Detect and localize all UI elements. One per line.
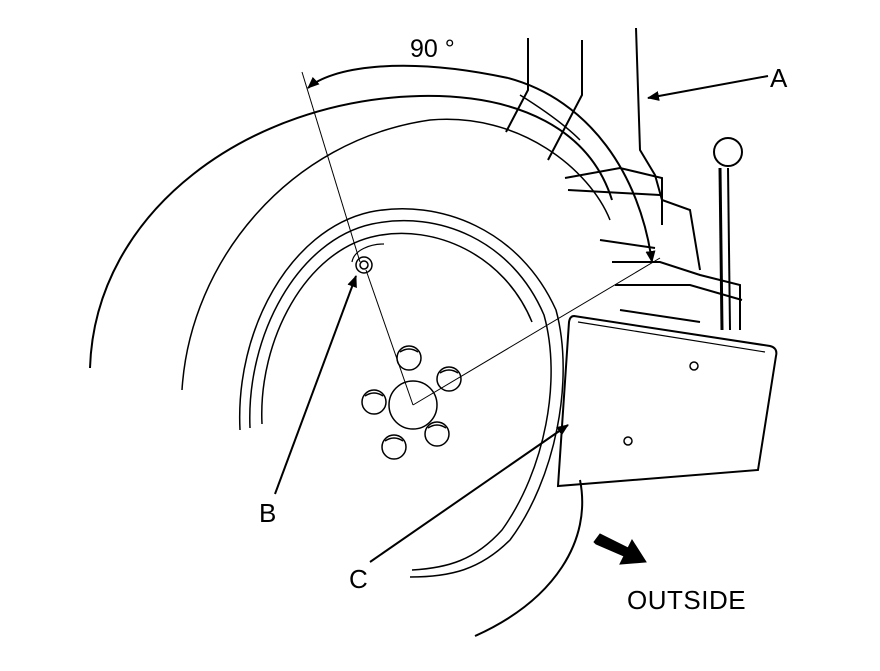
wheel-hub	[361, 345, 462, 460]
callout-a-label: A	[770, 63, 788, 93]
tire	[89, 94, 613, 637]
vehicle-body	[505, 27, 743, 330]
rotation-arrow	[507, 77, 656, 263]
lug-nut	[424, 421, 450, 447]
lug-nut	[361, 389, 387, 415]
leader-a-arrow	[647, 75, 769, 101]
valve-stem	[351, 243, 385, 274]
lug-nut	[381, 434, 407, 460]
lug-nut	[396, 345, 422, 371]
reference-lines	[301, 71, 661, 406]
callout-b-label: B	[259, 498, 277, 528]
lug-nut	[436, 366, 462, 392]
leader-c-arrow	[369, 424, 569, 563]
rotation-arrow	[307, 64, 509, 89]
alignment-plate	[556, 314, 778, 488]
outside-label: OUTSIDE	[627, 585, 747, 615]
leader-b-arrow	[274, 275, 357, 495]
callout-c-label: C	[349, 564, 368, 594]
rotation-angle-label: 90 °	[410, 35, 455, 63]
measuring-rod	[713, 137, 743, 331]
outside-direction-arrow	[593, 533, 647, 565]
wheel-rim	[238, 208, 564, 578]
